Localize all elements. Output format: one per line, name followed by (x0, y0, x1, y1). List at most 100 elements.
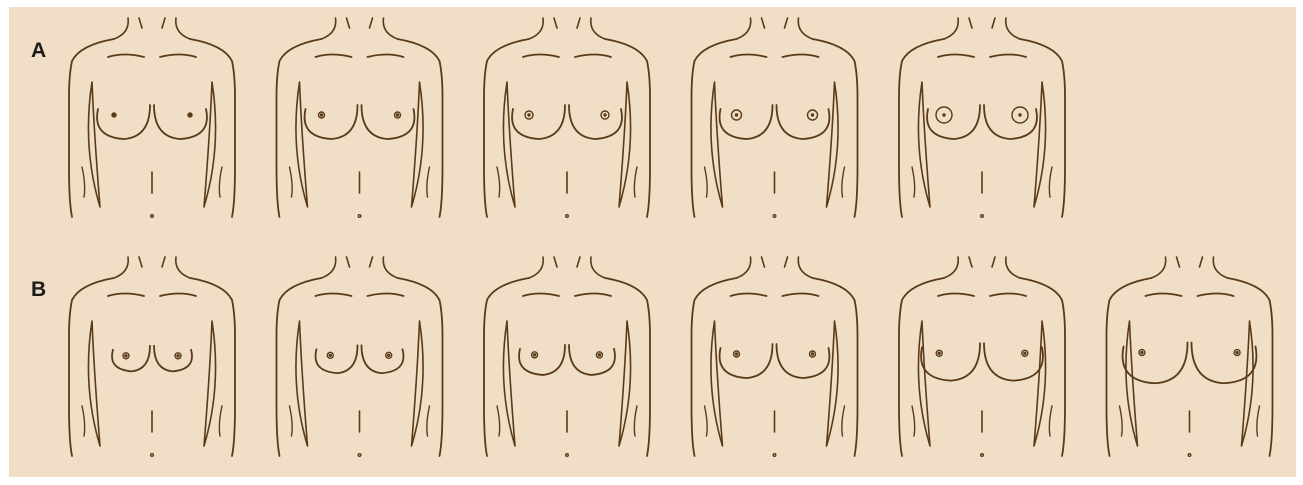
neck-line (529, 257, 605, 278)
neck-line (322, 18, 398, 39)
nipple-right (604, 114, 606, 116)
collarbone-left (108, 55, 144, 58)
areola-right (601, 111, 609, 119)
navel (773, 454, 776, 457)
areola-left (936, 350, 942, 356)
breast-left (112, 346, 150, 372)
collarbone-left (316, 294, 352, 297)
breast-right (777, 344, 830, 378)
torso-figure-a-4 (692, 18, 858, 217)
collarbone-right (990, 55, 1026, 58)
breast-left (720, 344, 773, 378)
areola-left (532, 352, 538, 358)
areola-right (1012, 107, 1028, 123)
arm-right (1034, 321, 1046, 446)
breast-left (305, 105, 358, 139)
arm-left (88, 321, 100, 446)
collarbone-right (575, 294, 611, 297)
collarbone-left (523, 294, 559, 297)
collarbone-right (160, 294, 196, 297)
breast-right (984, 105, 1037, 139)
body-outline-right (398, 278, 443, 456)
neck-line (969, 257, 995, 267)
arm-left (1126, 321, 1138, 446)
arm-right (1034, 82, 1046, 207)
navel (1188, 454, 1191, 457)
areola-right (596, 352, 602, 358)
neck-line (114, 257, 190, 278)
torso-figure-b-6 (1107, 257, 1273, 456)
nipple-right (1019, 114, 1021, 116)
neck-line (944, 257, 1020, 278)
body-outline-right (1020, 278, 1065, 456)
torso-figure-b-1 (69, 257, 235, 456)
nipple-right (812, 353, 814, 355)
arm-right (204, 82, 216, 207)
torso-figure-b-3 (484, 257, 650, 456)
breast-left (720, 105, 773, 139)
areola-right (810, 351, 816, 357)
neck-line (139, 18, 165, 28)
navel (981, 454, 984, 457)
breast-right (362, 105, 415, 139)
collarbone-left (731, 294, 767, 297)
nipple-right (189, 114, 191, 116)
body-outline-right (190, 39, 235, 217)
areola-left (327, 352, 333, 358)
areola-left (123, 353, 129, 359)
body-outline-left (484, 39, 529, 217)
breast-left (927, 105, 980, 139)
nipple-right (397, 114, 399, 116)
areola-right (175, 353, 181, 359)
collarbone-left (938, 55, 974, 58)
arm-left (503, 321, 515, 446)
nipple-right (812, 114, 814, 116)
breast-left (97, 105, 150, 139)
nipple-left (736, 114, 738, 116)
torso-figure-a-3 (484, 18, 650, 217)
neck-line (114, 18, 190, 39)
nipple-right (388, 354, 390, 356)
breast-left (519, 345, 565, 375)
nipple-right (1024, 352, 1026, 354)
navel (151, 215, 154, 218)
breast-right (984, 343, 1043, 380)
torso-figure-a-5 (899, 18, 1065, 217)
arm-right (827, 321, 839, 446)
neck-line (1177, 257, 1203, 267)
torso-figure-b-4 (692, 257, 858, 456)
navel (566, 215, 569, 218)
areola-left (319, 112, 325, 118)
arm-left (918, 321, 930, 446)
body-outline-left (69, 278, 114, 456)
collarbone-right (368, 294, 404, 297)
areola-right (395, 112, 401, 118)
neck-line (969, 18, 995, 28)
areola-left (525, 111, 533, 119)
nipple-right (177, 355, 179, 357)
nipple-left (534, 354, 536, 356)
body-outline-right (1228, 278, 1273, 456)
arm-left (88, 82, 100, 207)
arm-right (204, 321, 216, 446)
neck-line (322, 257, 398, 278)
nipple-right (599, 354, 601, 356)
neck-line (737, 18, 813, 39)
neck-line (762, 18, 788, 28)
areola-left (1139, 350, 1145, 356)
collarbone-right (575, 55, 611, 58)
arm-left (918, 82, 930, 207)
areola-right (1022, 350, 1028, 356)
arm-left (296, 321, 308, 446)
body-outline-left (277, 39, 322, 217)
navel (358, 454, 361, 457)
breast-right (154, 346, 192, 372)
nipple-left (528, 114, 530, 116)
navel (981, 215, 984, 218)
collarbone-left (1146, 294, 1182, 297)
breast-right (569, 345, 615, 375)
collarbone-left (523, 55, 559, 58)
areola-right (808, 110, 818, 120)
navel (358, 215, 361, 218)
nipple-left (736, 353, 738, 355)
